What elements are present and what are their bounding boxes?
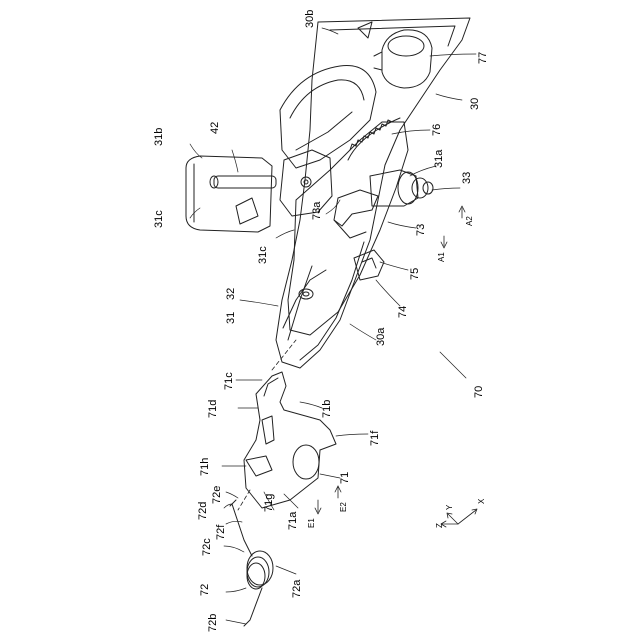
label-73a: 73a <box>312 202 323 220</box>
label-E2: E2 <box>340 502 348 512</box>
label-76: 76 <box>432 124 443 136</box>
label-31c-top: 31c <box>154 210 165 228</box>
label-30b: 30b <box>305 10 316 28</box>
label-71a: 71a <box>288 512 299 530</box>
latch-71 <box>244 372 336 508</box>
label-71b: 71b <box>322 400 333 418</box>
label-33: 33 <box>462 172 473 184</box>
label-72c: 72c <box>202 538 213 556</box>
label-72: 72 <box>200 584 211 596</box>
assembly-dash-lines <box>238 340 296 510</box>
label-70: 70 <box>474 386 485 398</box>
axis-label-y: Y <box>446 505 454 510</box>
coordinate-axes <box>441 509 477 527</box>
label-31a: 31a <box>434 150 445 168</box>
label-A2: A2 <box>466 216 474 226</box>
label-E1: E1 <box>308 518 316 528</box>
label-30a: 30a <box>376 328 387 346</box>
label-71d: 71d <box>208 400 219 418</box>
axis-label-x: X <box>478 499 486 504</box>
label-71g: 71g <box>264 494 275 512</box>
label-71c: 71c <box>224 372 235 390</box>
hub-31 <box>280 150 332 216</box>
leader-lines <box>190 28 476 624</box>
label-72a: 72a <box>292 580 303 598</box>
gear-sector-76 <box>348 118 400 160</box>
label-30: 30 <box>470 98 481 110</box>
label-75: 75 <box>410 268 421 280</box>
housing-cover <box>280 66 376 168</box>
label-72e: 72e <box>212 486 223 504</box>
label-74: 74 <box>398 306 409 318</box>
spring-72 <box>230 500 273 626</box>
shaft-33 <box>370 170 433 206</box>
motor-77 <box>374 30 432 88</box>
label-32: 32 <box>226 288 237 300</box>
label-31c-mid: 31c <box>258 246 269 264</box>
label-71: 71 <box>340 472 351 484</box>
label-72f: 72f <box>216 525 227 540</box>
flange-31b-31c <box>186 156 276 232</box>
label-31: 31 <box>226 312 237 324</box>
bracket-30 <box>276 18 470 368</box>
label-31b: 31b <box>154 128 165 146</box>
label-73: 73 <box>416 224 427 236</box>
label-42: 42 <box>210 122 221 134</box>
axis-label-z: Z <box>436 523 444 528</box>
label-71f: 71f <box>370 431 381 446</box>
label-72b: 72b <box>208 614 219 632</box>
label-77: 77 <box>478 52 489 64</box>
label-71h: 71h <box>200 458 211 476</box>
label-72d: 72d <box>198 502 209 520</box>
label-A1: A1 <box>438 252 446 262</box>
